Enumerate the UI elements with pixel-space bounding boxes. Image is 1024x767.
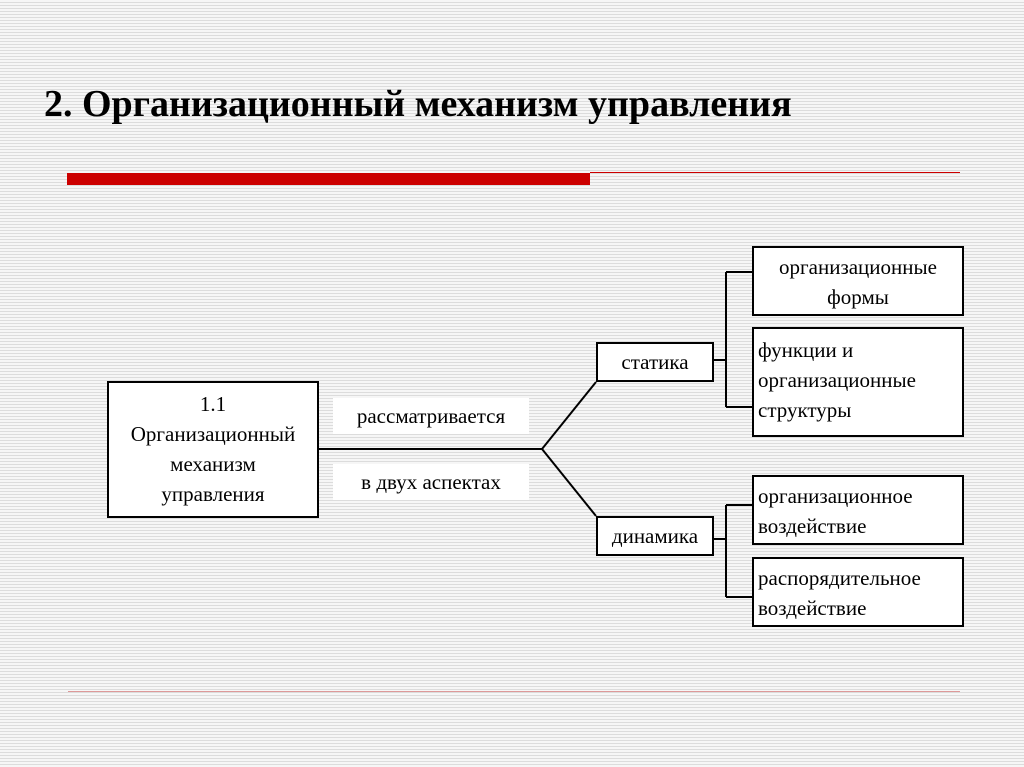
connector-fork-to-statics xyxy=(541,381,597,450)
statics-label: статика xyxy=(621,350,689,374)
statics-child-2-line-2: организационные xyxy=(758,368,916,392)
root-box: 1.1 Организационный механизм управления xyxy=(107,381,319,518)
dynamics-child-2-line-2: воздействие xyxy=(758,596,867,620)
title-underline-line xyxy=(590,172,960,173)
root-line-4: управления xyxy=(161,482,265,506)
dynamics-child-1: организационное воздействие xyxy=(752,475,964,545)
dynamics-label: динамика xyxy=(611,524,699,548)
dynamics-child-2: распорядительное воздействие xyxy=(752,557,964,627)
connector-label-bottom: в двух аспектах xyxy=(333,464,529,500)
statics-child-1-line-1: организационные xyxy=(779,255,937,279)
page-title: 2. Организационный механизм управления xyxy=(44,83,792,125)
statics-child-2: функции и организационные структуры xyxy=(752,327,964,437)
dynamics-child-2-line-1: распорядительное xyxy=(758,566,921,590)
statics-child-2-line-3: структуры xyxy=(758,398,852,422)
root-line-3: механизм xyxy=(170,452,256,476)
statics-box: статика xyxy=(596,342,714,382)
root-line-2: Организационный xyxy=(130,422,296,446)
root-line-1: 1.1 xyxy=(199,392,227,416)
dynamics-child-1-line-1: организационное xyxy=(758,484,913,508)
footer-divider xyxy=(68,691,960,692)
statics-child-1-line-2: формы xyxy=(827,285,889,309)
statics-child-1: организационные формы xyxy=(752,246,964,316)
connector-fork-to-dynamics xyxy=(541,448,597,517)
dynamics-child-1-line-2: воздействие xyxy=(758,514,867,538)
statics-child-2-line-1: функции и xyxy=(758,338,854,362)
dynamics-box: динамика xyxy=(596,516,714,556)
connector-label-top: рассматривается xyxy=(333,398,529,434)
title-underline-bar xyxy=(67,173,590,185)
